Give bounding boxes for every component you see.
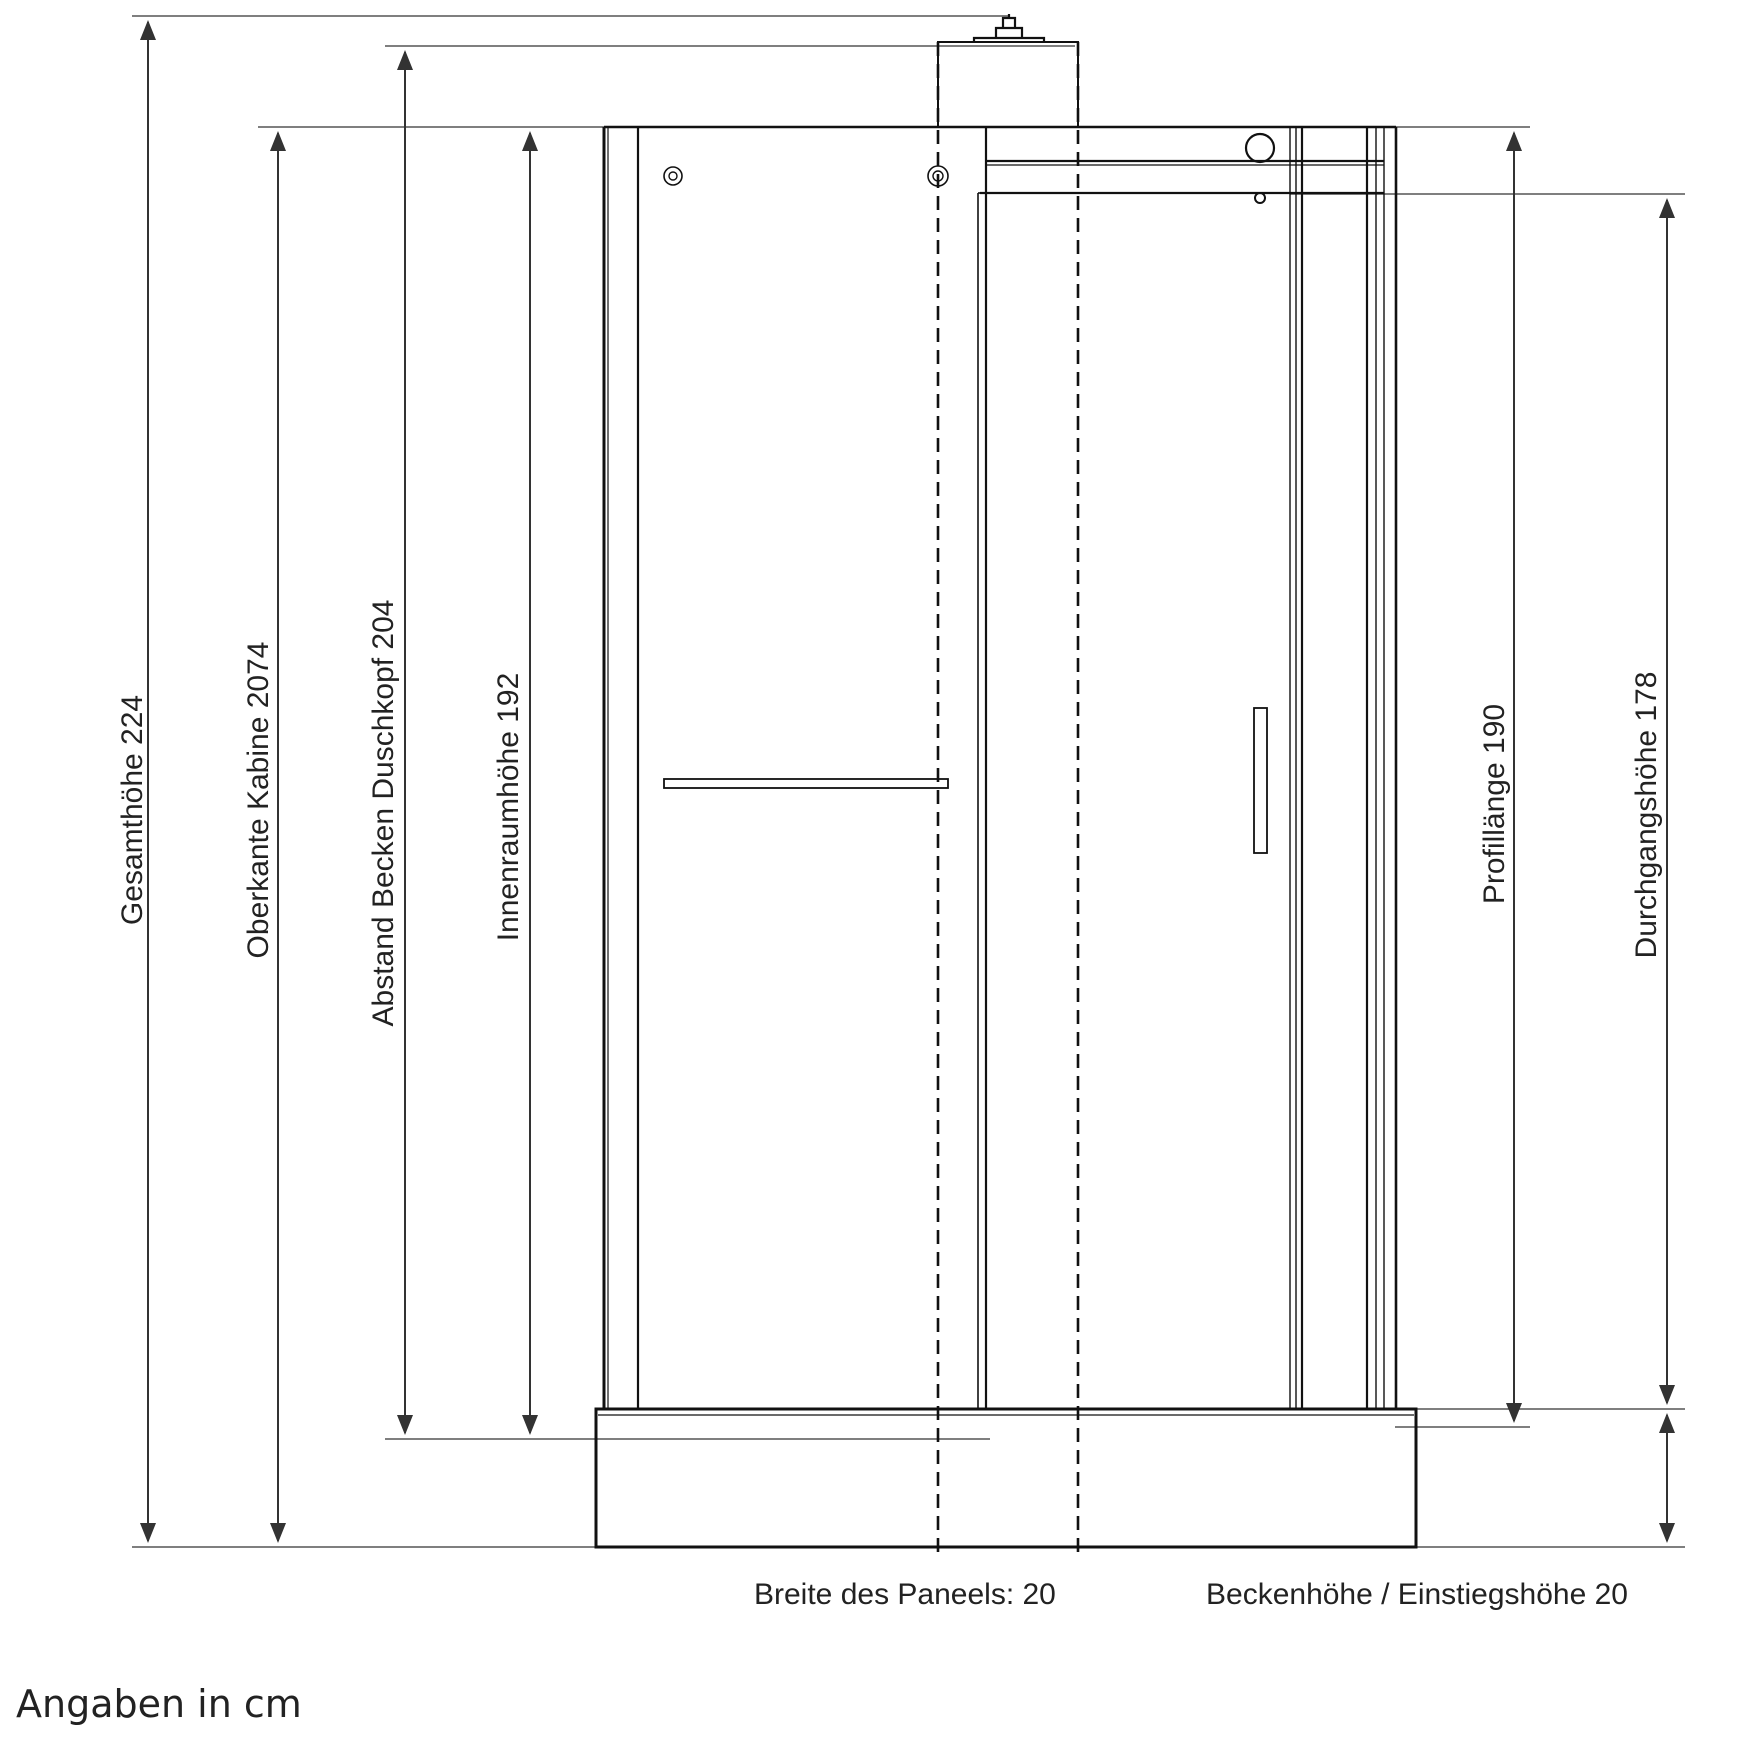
shower-panel-head xyxy=(937,41,1079,128)
label-inner-height: Innenraumhöhe 192 xyxy=(492,673,525,942)
label-basin-showerhead: Abstand Becken Duschkopf 204 xyxy=(367,600,400,1027)
label-cabin-top: Oberkante Kabine 2074 xyxy=(242,642,275,959)
door-handle xyxy=(1253,707,1268,854)
panel-width-lines xyxy=(936,42,1080,1555)
fixing-point-left-icon xyxy=(663,166,683,186)
label-passage-height: Durchgangshöhe 178 xyxy=(1630,672,1663,959)
extension-lines xyxy=(132,15,1685,1548)
showerhead-fixture-icon xyxy=(972,14,1046,42)
dimension-labels: Gesamthöhe 224 Oberkante Kabine 2074 Abs… xyxy=(116,600,1663,1027)
dimension-arrows xyxy=(140,19,1675,1543)
note-panel-width: Breite des Paneels: 20 xyxy=(754,1578,1056,1611)
towel-bar xyxy=(663,778,949,789)
fixing-point-left-inner-icon xyxy=(668,171,678,181)
door-roller-bottom-icon xyxy=(1254,192,1266,204)
note-basin-height: Beckenhöhe / Einstiegshöhe 20 xyxy=(1206,1578,1628,1611)
units-note: Angaben in cm xyxy=(16,1682,302,1726)
door-roller-icon xyxy=(1244,132,1276,164)
label-profile-length: Profillänge 190 xyxy=(1478,704,1511,904)
label-total-height: Gesamthöhe 224 xyxy=(116,695,149,925)
shower-basin xyxy=(594,1407,1418,1549)
shower-cabin xyxy=(594,14,1418,1549)
